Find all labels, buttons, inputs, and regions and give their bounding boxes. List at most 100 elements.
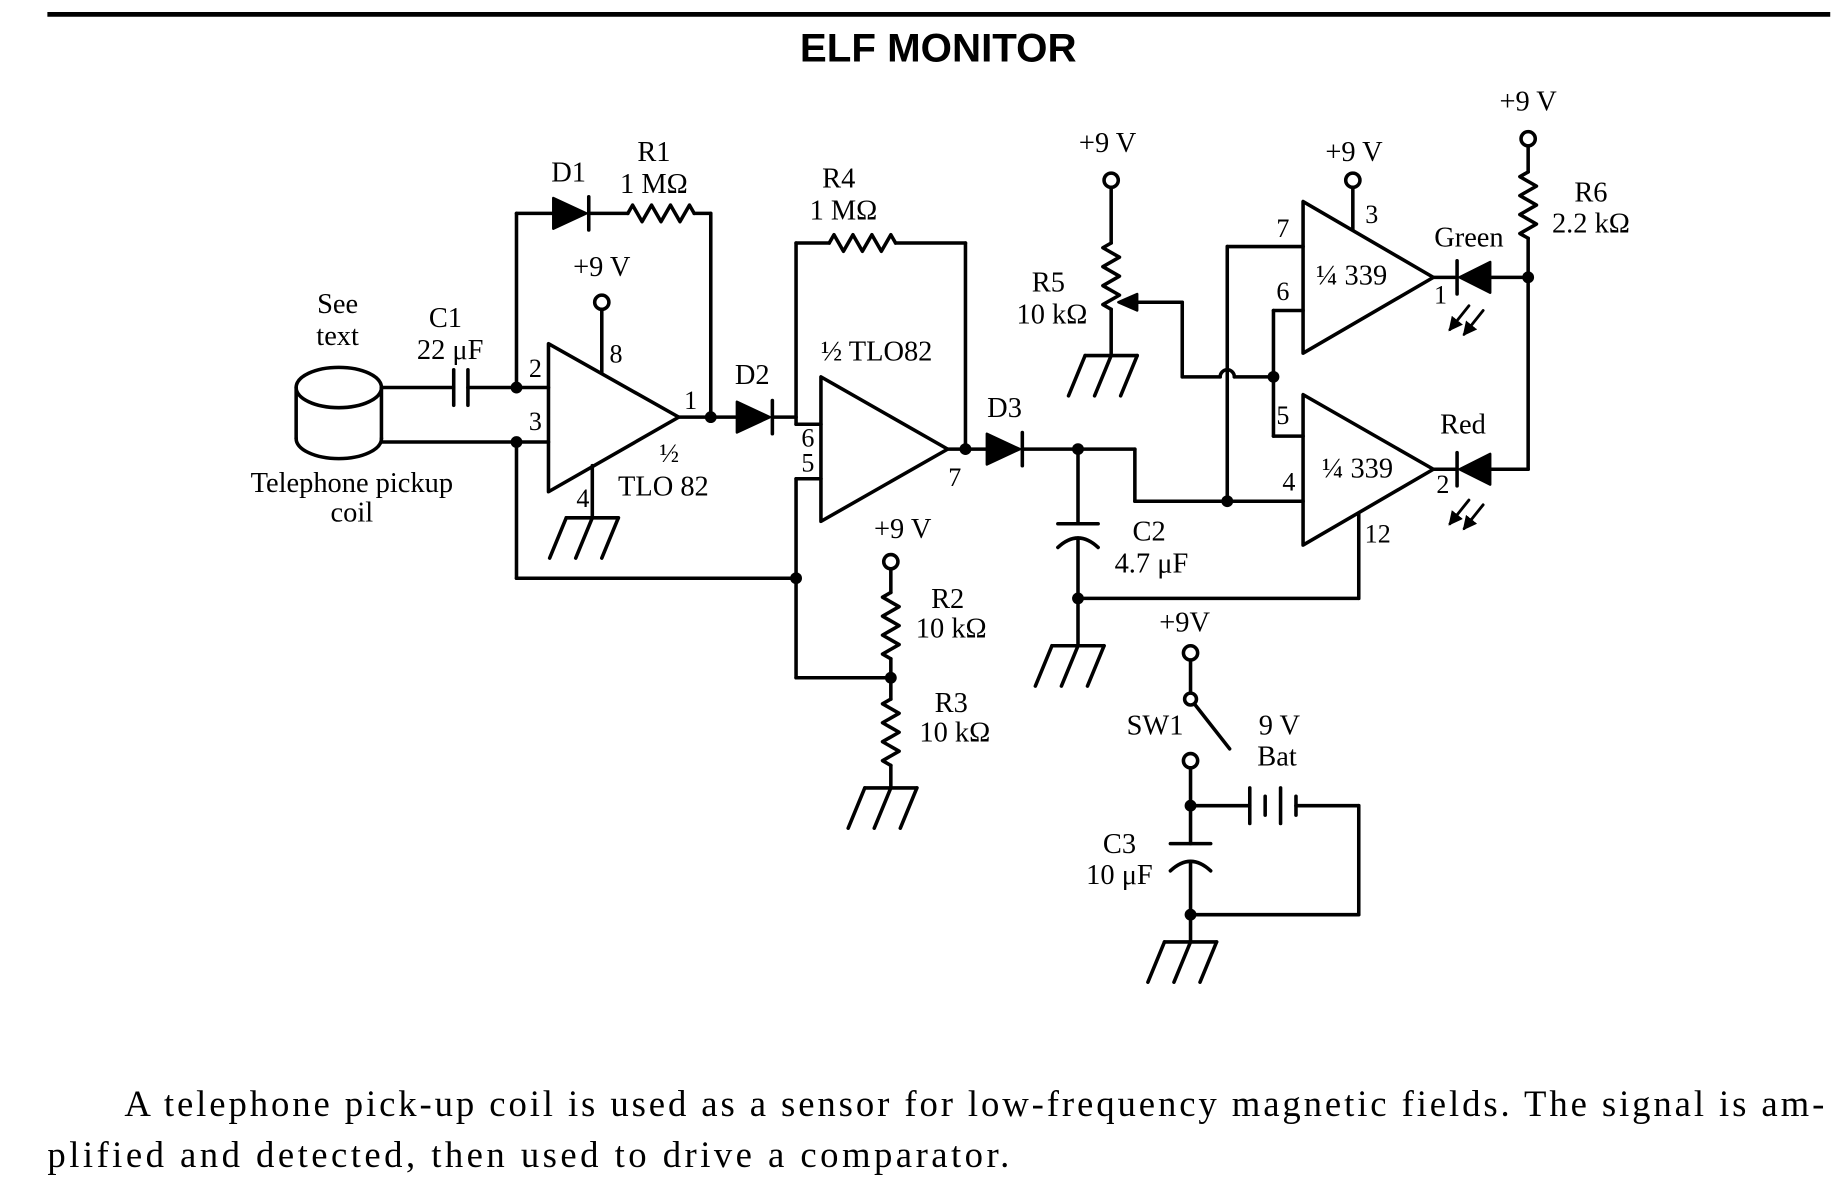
r4-value: 1 MΩ — [810, 195, 878, 226]
opamp-2-triangle — [819, 375, 950, 524]
c3-value: 10 μF — [1086, 860, 1153, 891]
comparator-top-pin-out: 1 — [1434, 280, 1447, 309]
r2-value: 10 kΩ — [916, 613, 987, 644]
supply-terminal — [592, 293, 611, 312]
light-arrow — [1462, 309, 1485, 337]
ground-symbol — [547, 516, 621, 560]
r3-ref: R3 — [935, 688, 968, 719]
feedback-r4 — [794, 232, 968, 451]
diode-d2 — [735, 400, 772, 434]
ground-hatch — [1085, 643, 1106, 688]
opamp-1-pin-in-top: 2 — [529, 354, 542, 383]
battery-voltage: 9 V — [1259, 711, 1301, 742]
opamp-1-part: TLO 82 — [618, 471, 709, 502]
coil-label-line1: Telephone pickup — [251, 468, 453, 499]
d3-ref: D3 — [987, 393, 1022, 424]
coil-label-line2: coil — [331, 497, 374, 528]
sw1-ref: SW1 — [1127, 711, 1184, 742]
ground-hatch — [600, 516, 621, 560]
comparator-top-pin-in-bottom: 6 — [1276, 277, 1289, 306]
coil-top — [294, 365, 384, 410]
d1-ref: D1 — [551, 157, 586, 188]
resistor-r2 — [880, 590, 901, 661]
diode-d3 — [985, 432, 1022, 466]
r4-ref: R4 — [822, 163, 855, 194]
ground-hatch — [573, 516, 595, 560]
led-red — [1448, 275, 1530, 531]
coil-bottom — [294, 436, 384, 461]
opamp-1-pin-in-bottom: 3 — [529, 407, 542, 436]
opamp-2-pin-in-bottom: 5 — [801, 449, 814, 478]
r5-supply-label: +9 V — [1079, 128, 1137, 159]
comparator-top-pin-supply: 3 — [1365, 200, 1378, 229]
r6-value: 2.2 kΩ — [1552, 208, 1630, 239]
diode-d3-group — [985, 430, 1305, 504]
r1-value: 1 MΩ — [620, 169, 688, 200]
resistor-r6-group — [1518, 129, 1539, 280]
junction-dot — [790, 572, 802, 585]
d2-ref: D2 — [735, 360, 770, 391]
ground-hatch — [1198, 940, 1219, 984]
opamp-2-pin-in-top: 6 — [801, 424, 814, 453]
led-red-body — [1458, 452, 1492, 486]
capacitor-c1 — [379, 367, 551, 408]
c3-ref: C3 — [1103, 829, 1136, 860]
supply-terminal — [881, 552, 900, 571]
switch-pivot — [1182, 691, 1199, 707]
supply-terminal — [1343, 171, 1362, 190]
ground-hatch — [1066, 353, 1087, 398]
c2-ref: C2 — [1132, 516, 1165, 547]
comparator-top-supply-label: +9 V — [1325, 137, 1383, 168]
resistor-r1 — [626, 203, 696, 224]
opamp-1 — [546, 293, 739, 560]
comparator-top — [1301, 171, 1459, 355]
light-arrow — [1462, 503, 1485, 531]
comparator-bottom-pin-in-top: 5 — [1276, 401, 1289, 430]
r3-value: 10 kΩ — [919, 718, 990, 749]
comparator-bottom — [1301, 392, 1459, 547]
comparator-top-pin-in-top: 7 — [1276, 214, 1289, 243]
switch-blade — [1193, 703, 1232, 751]
resistor-r3 — [880, 697, 901, 768]
junction-dot — [1184, 908, 1197, 921]
wiper-arrow — [1117, 292, 1139, 312]
divider-r2-r3 — [794, 552, 919, 830]
r2-ref: R2 — [931, 584, 964, 615]
led-green — [1448, 258, 1530, 337]
comparator-bottom-pin-in-bottom: 4 — [1282, 468, 1295, 497]
opamp-2-pin-out: 7 — [948, 463, 961, 492]
ground-symbol — [846, 786, 919, 830]
battery-label: Bat — [1257, 741, 1297, 772]
comparator-bottom-pin-ground: 12 — [1365, 520, 1391, 549]
opamp-2-part: ½ TLO82 — [821, 336, 933, 367]
coil-note-line2: text — [316, 321, 359, 352]
comparator-inputs — [1225, 244, 1305, 504]
diode-d2-group — [735, 398, 798, 436]
c1-value: 22 μF — [417, 335, 484, 366]
c1-ref: C1 — [429, 303, 462, 334]
resistor-r5 — [1101, 241, 1122, 312]
diode-d1 — [552, 196, 588, 230]
capacitor-c2 — [1033, 447, 1361, 688]
r6-ref: R6 — [1574, 178, 1607, 209]
junction-dot — [1184, 799, 1197, 812]
junction-dot — [1072, 592, 1084, 605]
light-arrow — [1448, 304, 1471, 332]
sw1-supply-label: +9V — [1159, 608, 1210, 639]
opamp-1-fraction: ½ — [660, 439, 680, 468]
ground-hatch — [1059, 643, 1080, 688]
ground-hatch — [872, 786, 893, 830]
power-supply — [1146, 643, 1361, 984]
junction-dot — [1221, 495, 1234, 508]
ground-hatch — [1172, 940, 1193, 984]
comparator-top-part: ¼ 339 — [1316, 260, 1387, 291]
junction-dot — [1522, 271, 1535, 284]
ground-hatch — [1146, 940, 1167, 984]
page-title: ELF MONITOR — [800, 26, 1077, 71]
ground-hatch — [1033, 643, 1054, 688]
ground-symbol — [1146, 940, 1219, 984]
r5-ref: R5 — [1032, 268, 1065, 299]
supply-terminal — [1181, 643, 1200, 662]
opamp-1-pin-supply: 8 — [609, 340, 622, 369]
